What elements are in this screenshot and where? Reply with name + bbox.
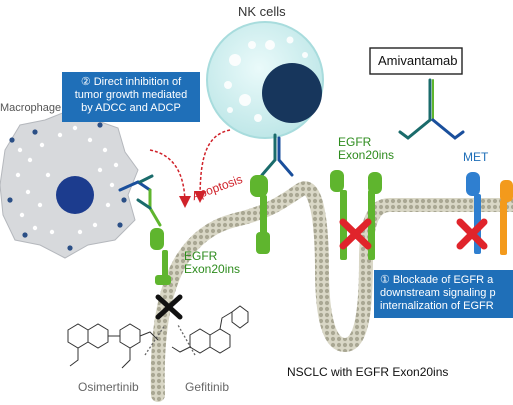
tki-block-x (155, 294, 183, 320)
egfr-exon20ins-lower-label: EGFR Exon20ins (184, 249, 241, 276)
amivantamab-label: Amivantamab (378, 53, 458, 68)
met-label: MET (463, 150, 489, 164)
met-receptor (466, 172, 513, 255)
antibody-macrophage (118, 174, 162, 227)
inhibit-x-met (456, 218, 488, 250)
diagram-caption: NSCLC with EGFR Exon20ins (287, 365, 449, 379)
osimertinib-label: Osimertinib (78, 380, 139, 394)
egfr-receptor-middle (250, 175, 270, 254)
gefitinib-label: Gefitinib (185, 380, 230, 394)
egfr-dimer-right (330, 170, 382, 260)
egfr-receptor-left (150, 228, 171, 285)
blockade-callout: ① Blockade of EGFR a downstream signalin… (374, 270, 513, 318)
amivantamab-box (369, 47, 463, 75)
macrophage-label: Macrophage (0, 102, 62, 114)
nk-cell (206, 21, 324, 139)
gefitinib-structure (171, 305, 249, 354)
nk-nucleus (262, 63, 322, 123)
macrophage-cell (0, 109, 139, 259)
antibody-nk (260, 133, 294, 177)
drug-arrows (144, 324, 196, 356)
tumor-cell-membrane (150, 181, 513, 402)
nk-cells-label: NK cells (238, 4, 286, 19)
macrophage-nucleus (56, 176, 94, 214)
inhibit-x-egfr (339, 218, 372, 250)
egfr-exon20ins-top-label: EGFR Exon20ins (338, 135, 395, 162)
apoptosis-arrows (149, 129, 231, 208)
direct-inhibition-callout: ② Direct inhibition of tumor growth medi… (62, 72, 200, 122)
osimertinib-structure (67, 323, 159, 369)
amivantamab-antibody (398, 78, 465, 140)
